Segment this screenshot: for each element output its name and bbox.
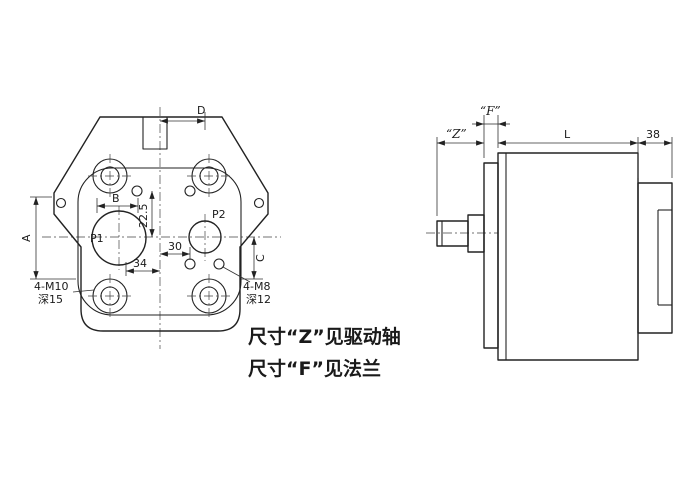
drive-shaft [436,214,485,253]
rear-cover [637,182,673,334]
dim-label-l: L [564,128,571,141]
dim-c: C [241,237,267,280]
bolt-hole-bottom-right [187,274,231,318]
dim-label-d: D [197,104,205,117]
p2-label: P2 [212,208,226,221]
p1-port-circle [91,210,147,266]
pump-housing [77,167,242,316]
dim-30: 30 [160,240,191,260]
notes: 尺寸“Z”见驱动轴 尺寸“F”见法兰 [248,325,401,380]
bolt-hole-bottom-left [88,274,132,318]
bolt-hole-top-right [187,154,231,198]
dim-d: D [160,104,205,130]
right-ear-hole [253,197,265,209]
dim-label-b: B [112,192,120,205]
p1-label: P1 [90,232,104,245]
callout-m8: 4-M8 深12 [222,266,271,306]
front-view: P1 P2 A B 22.5 30 [20,104,281,349]
callout-m10: 4-M10 深15 [34,280,95,306]
dim-label-30: 30 [168,240,182,253]
dim-label-c: C [254,254,267,262]
thread-m8-depth: 深12 [246,293,271,306]
left-ear-hole [55,197,67,209]
thread-m8-label: 4-M8 [243,280,270,293]
dim-label-z: “Z” [446,127,467,141]
dim-34: 34 [125,257,160,276]
dim-label-a: A [20,234,33,242]
side-view: “Z” “F” L 38 [426,104,673,361]
top-boss [142,117,168,150]
small-hole [213,258,225,270]
mounting-flange-plate [483,162,499,349]
bolt-hole-top-left [88,154,132,198]
small-hole [184,258,196,270]
dim-22-5: 22.5 [137,191,155,237]
dim-label-22-5: 22.5 [137,204,150,229]
dim-z: “Z” [436,115,485,216]
dim-label-38: 38 [646,128,660,141]
note-f: 尺寸“F”见法兰 [248,357,381,380]
dim-label-34: 34 [133,257,147,270]
dim-38: 38 [638,128,673,178]
outer-flange-outline [53,116,269,332]
small-hole [131,185,143,197]
thread-m10-depth: 深15 [38,293,63,306]
dim-a: A [20,196,76,280]
dim-f: “F” [472,104,510,148]
dim-b: B [96,192,139,213]
note-z: 尺寸“Z”见驱动轴 [248,325,401,348]
thread-m10-label: 4-M10 [34,280,68,293]
dim-label-f: “F” [480,104,501,118]
small-hole [184,185,196,197]
p2-port-circle [188,220,222,254]
pump-body [497,152,639,361]
